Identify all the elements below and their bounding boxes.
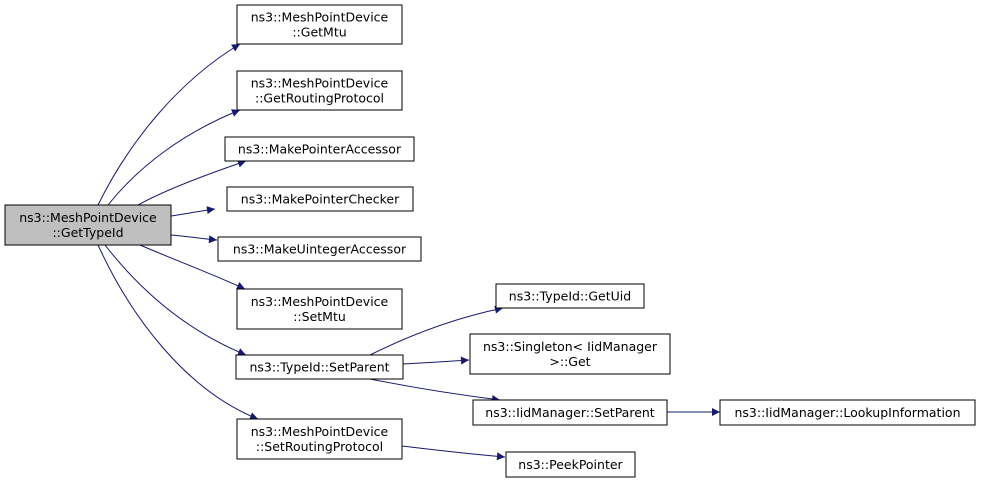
edge-root-to-mkptracc xyxy=(137,159,247,206)
node-box[interactable] xyxy=(236,418,403,460)
edge-line xyxy=(170,234,218,244)
node-box[interactable] xyxy=(4,204,172,246)
edge-line xyxy=(401,445,506,461)
node-label: ns3::IidManager::LookupInformation xyxy=(734,405,960,420)
node-label: ns3::MakePointerChecker xyxy=(241,192,400,207)
node-box[interactable] xyxy=(224,136,415,162)
edge-root-to-mkptrchk xyxy=(170,206,216,217)
node-box[interactable] xyxy=(226,186,414,212)
node-label: ns3::MakeUintegerAccessor xyxy=(233,242,407,257)
node-mkptracc[interactable]: ns3::MakePointerAccessor xyxy=(224,136,415,162)
node-label: ns3::MakePointerAccessor xyxy=(238,142,402,157)
node-setrouting[interactable]: ns3::MeshPointDevice::SetRoutingProtocol xyxy=(236,418,403,460)
node-mkptrchk[interactable]: ns3::MakePointerChecker xyxy=(226,186,414,212)
edge-root-to-getrouting xyxy=(107,109,241,206)
node-getuid[interactable]: ns3::TypeId::GetUid xyxy=(495,283,645,309)
node-box[interactable] xyxy=(236,4,403,45)
node-label: ns3::Singleton< IidManager xyxy=(483,339,658,354)
edge-root-to-setrouting xyxy=(97,244,259,420)
edge-setparent-to-iidsetparent xyxy=(369,378,501,403)
node-peek[interactable]: ns3::PeekPointer xyxy=(505,451,636,478)
edge-line xyxy=(97,43,241,206)
node-label: ::GetTypeId xyxy=(52,225,123,240)
edge-setparent-to-getuid xyxy=(369,305,504,356)
node-label: ::GetMtu xyxy=(292,25,346,40)
node-box[interactable] xyxy=(236,288,403,330)
node-box[interactable] xyxy=(469,333,671,375)
node-box[interactable] xyxy=(505,451,636,478)
node-lookup[interactable]: ns3::IidManager::LookupInformation xyxy=(719,399,976,426)
node-setmtu[interactable]: ns3::MeshPointDevice::SetMtu xyxy=(236,288,403,330)
edge-line xyxy=(139,244,246,290)
node-singleton[interactable]: ns3::Singleton< IidManager>::Get xyxy=(469,333,671,375)
nodes: ns3::MeshPointDevice::GetTypeIdns3::Mesh… xyxy=(4,4,976,478)
node-label: ns3::TypeId::SetParent xyxy=(249,360,389,375)
edge-line xyxy=(369,305,504,356)
node-mkuintacc[interactable]: ns3::MakeUintegerAccessor xyxy=(217,236,422,262)
edge-line xyxy=(104,244,247,356)
node-box[interactable] xyxy=(472,399,668,426)
edge-root-to-setmtu xyxy=(139,244,246,290)
node-label: ns3::MeshPointDevice xyxy=(251,424,389,439)
node-label: ns3::MeshPointDevice xyxy=(251,10,389,25)
node-getrouting[interactable]: ns3::MeshPointDevice::GetRoutingProtocol xyxy=(236,70,403,111)
node-label: >::Get xyxy=(549,354,590,369)
edge-line xyxy=(369,378,501,403)
node-iidsetparent[interactable]: ns3::IidManager::SetParent xyxy=(472,399,668,426)
node-label: ns3::MeshPointDevice xyxy=(19,210,157,225)
edges xyxy=(97,43,720,461)
node-label: ns3::IidManager::SetParent xyxy=(485,405,655,420)
node-label: ::SetMtu xyxy=(293,309,346,324)
edge-setrouting-to-peek xyxy=(401,445,506,461)
node-root[interactable]: ns3::MeshPointDevice::GetTypeId xyxy=(4,204,172,246)
edge-line xyxy=(402,356,470,365)
node-label: ns3::PeekPointer xyxy=(518,457,623,472)
node-label: ::GetRoutingProtocol xyxy=(255,91,384,106)
edge-root-to-setparent xyxy=(104,244,247,356)
node-box[interactable] xyxy=(719,399,976,426)
node-box[interactable] xyxy=(236,70,403,111)
node-setparent[interactable]: ns3::TypeId::SetParent xyxy=(235,354,404,380)
node-label: ::SetRoutingProtocol xyxy=(256,439,383,454)
node-label: ns3::MeshPointDevice xyxy=(251,294,389,309)
edge-line xyxy=(107,109,241,206)
edge-root-to-getmtu xyxy=(97,43,241,206)
edge-line xyxy=(137,159,247,206)
edge-line xyxy=(97,244,259,420)
node-box[interactable] xyxy=(217,236,422,262)
node-box[interactable] xyxy=(235,354,404,380)
node-box[interactable] xyxy=(495,283,645,309)
node-getmtu[interactable]: ns3::MeshPointDevice::GetMtu xyxy=(236,4,403,45)
node-label: ns3::MeshPointDevice xyxy=(251,76,389,91)
edge-setparent-to-singleton xyxy=(402,356,470,365)
edge-line xyxy=(170,206,216,217)
edge-root-to-mkuintacc xyxy=(170,234,218,244)
node-label: ns3::TypeId::GetUid xyxy=(509,289,631,304)
